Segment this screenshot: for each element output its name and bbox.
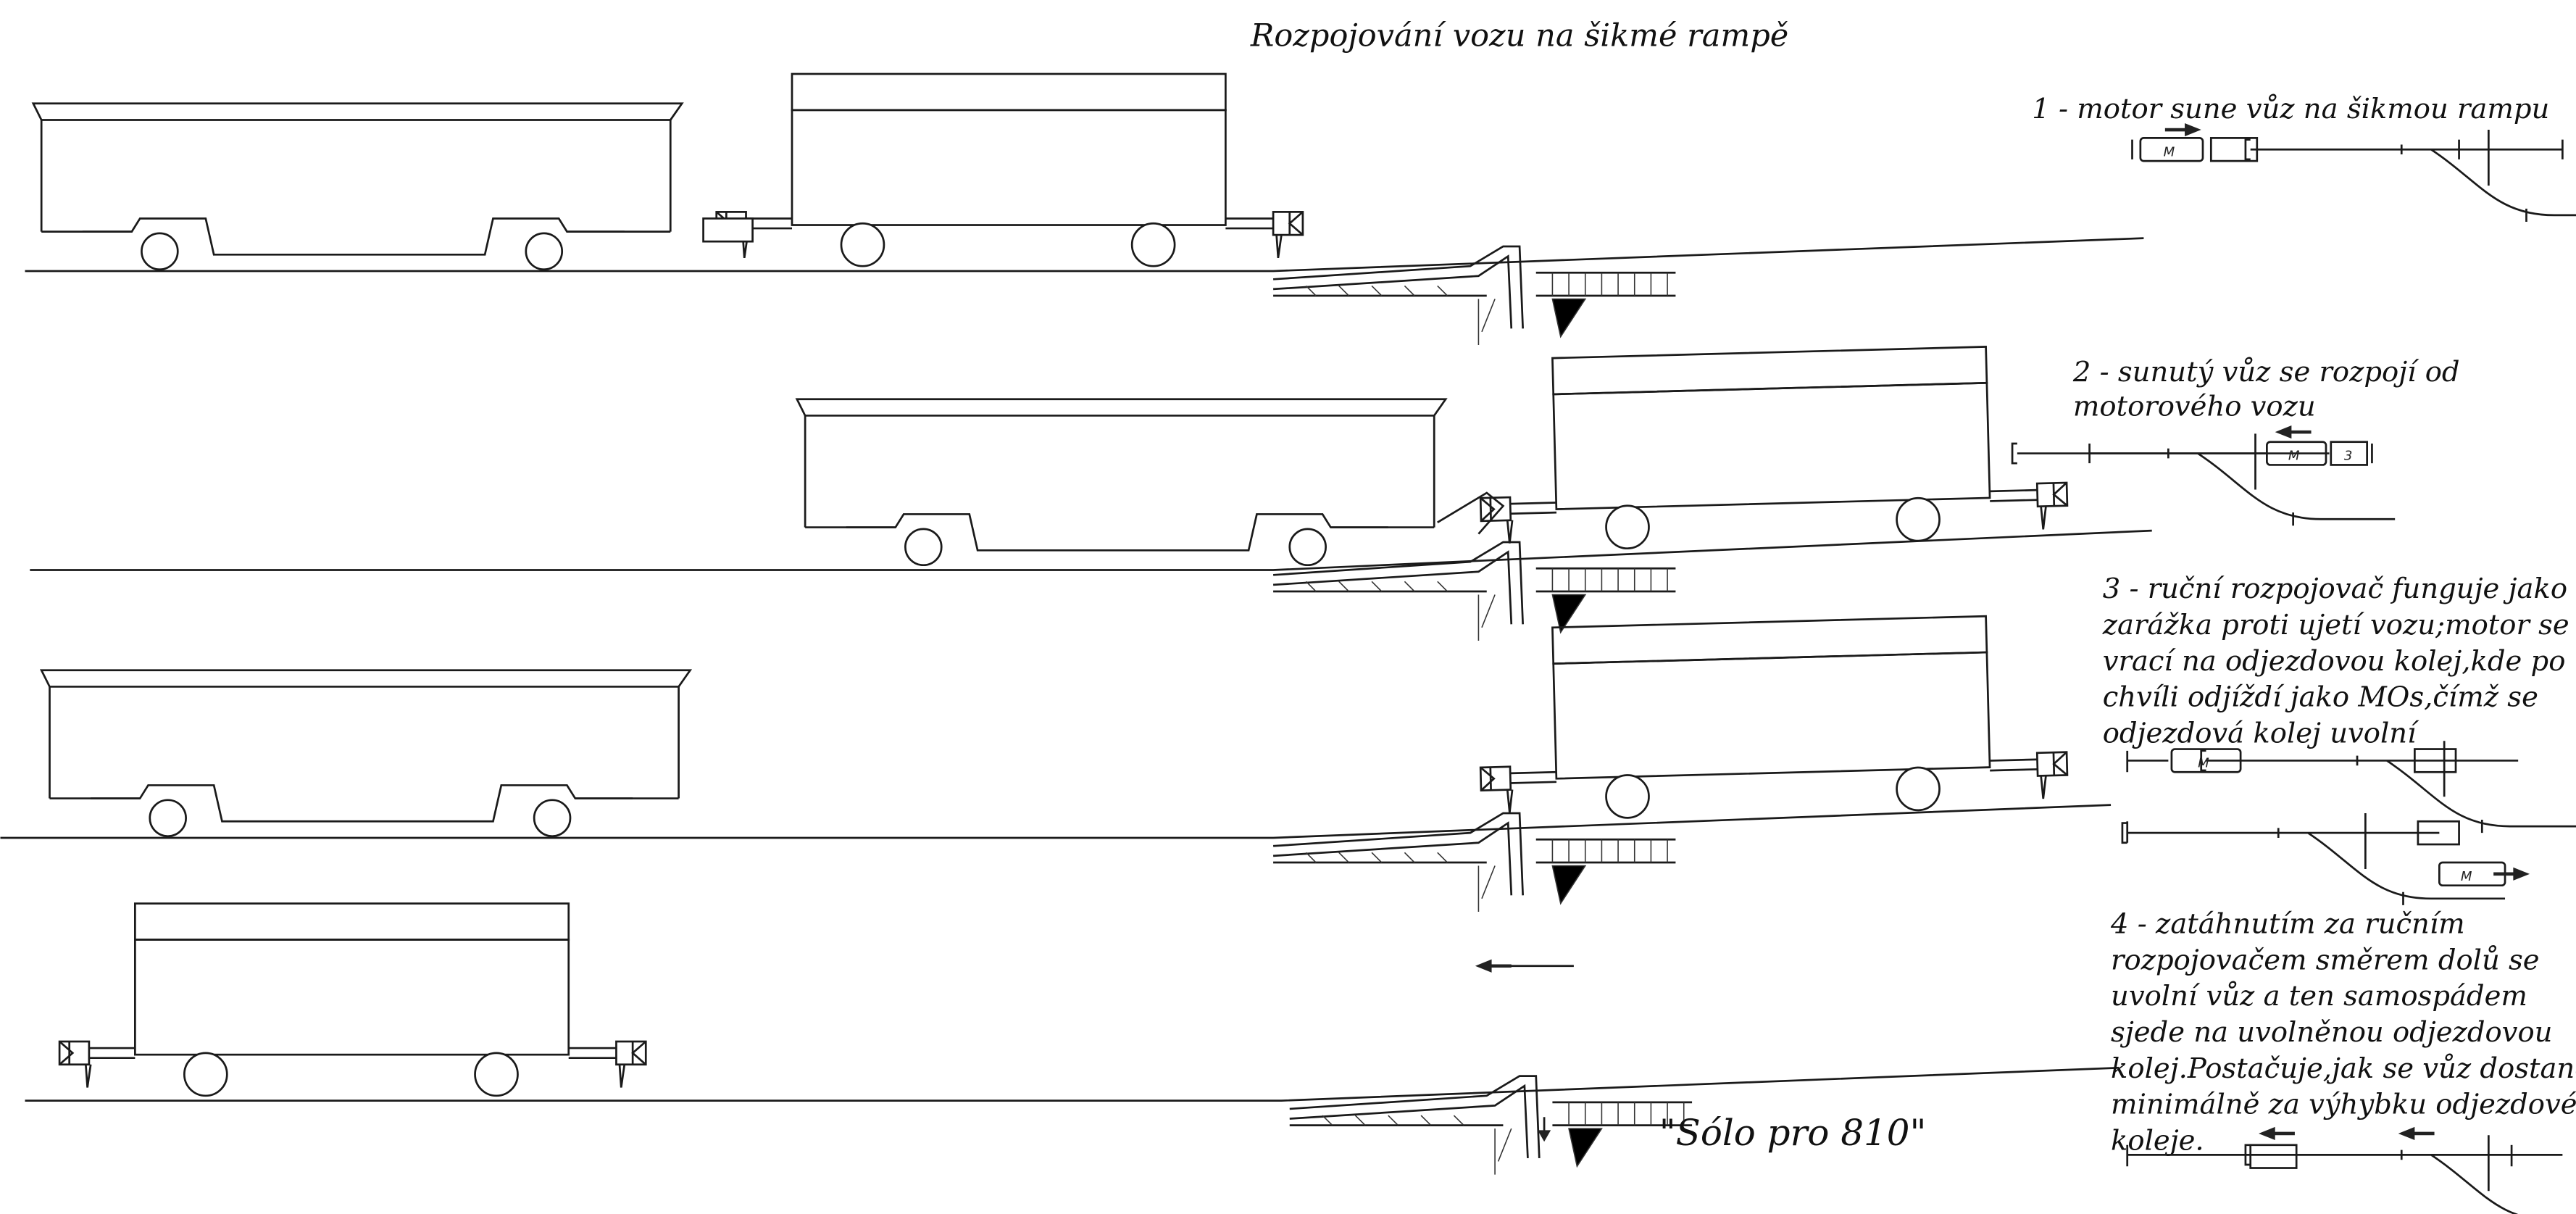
arrow-left-icon (2275, 425, 2312, 439)
svg-text:2 - sunutý vůz se rozpojí od: 2 - sunutý vůz se rozpojí od (2072, 356, 2460, 388)
track-schematic-1: M (2131, 122, 2576, 223)
svg-text:uvolní vůz a ten samospádem: uvolní vůz a ten samospádem (2111, 980, 2527, 1013)
svg-text:4 - zatáhnutím za ručním: 4 - zatáhnutím za ručním (2110, 907, 2465, 940)
ramp-structure (1272, 812, 1677, 913)
svg-text:kolej.Postačuje,jak se vůz dos: kolej.Postačuje,jak se vůz dostane (2111, 1052, 2576, 1085)
box-wagon (58, 902, 647, 1097)
ramp-structure (1288, 1075, 1693, 1176)
hopper-wagon (796, 398, 1447, 567)
ground-line (0, 804, 2112, 839)
arrow-right-icon (2493, 867, 2530, 881)
scene-step-2 (30, 344, 2152, 642)
step-3-text: 3 - ruční rozpojovač funguje jako zarážk… (2102, 573, 2569, 749)
svg-text:chvíli odjíždí jako MOs,čímž s: chvíli odjíždí jako MOs,čímž se (2103, 681, 2538, 714)
hopper-wagon (32, 102, 683, 271)
arrow-left-icon (2259, 1126, 2295, 1141)
svg-text:koleje.: koleje. (2111, 1125, 2204, 1157)
svg-text:M: M (2461, 869, 2472, 884)
ground-line (30, 529, 2152, 571)
diagram-title: Rozpojování vozu na šikmé rampě (1250, 17, 1788, 54)
svg-text:M: M (2288, 449, 2300, 464)
box-wagon (1475, 613, 2069, 823)
svg-text:3: 3 (2344, 449, 2353, 464)
svg-text:zarážka proti ujetí vozu;motor: zarážka proti ujetí vozu;motor se (2102, 609, 2569, 641)
box-wagon (715, 72, 1304, 267)
step-4-text: 4 - zatáhnutím za ručním rozpojovačem sm… (2110, 907, 2576, 1157)
ramp-structure (1272, 245, 1677, 346)
box-wagon (1475, 344, 2069, 554)
svg-text:minimálně za výhybku odjezdové: minimálně za výhybku odjezdové (2111, 1089, 2576, 1121)
hopper-wagon (40, 669, 691, 838)
ground-line (25, 237, 2144, 273)
svg-text:M: M (2164, 144, 2175, 159)
step-2-text: 2 - sunutý vůz se rozpojí od motorového … (2072, 356, 2460, 423)
svg-text:M: M (2198, 755, 2209, 770)
arrow-left-icon (2398, 1126, 2435, 1141)
track-schematic-3a: M (2126, 739, 2576, 834)
track-schematic-3b: M (2121, 812, 2530, 907)
arrow-left-icon (1475, 959, 1574, 973)
coupler (702, 217, 754, 243)
svg-text:motorového vozu: motorového vozu (2073, 390, 2316, 423)
svg-text:odjezdová kolej uvolní: odjezdová kolej uvolní (2103, 717, 2419, 749)
scene-step-3 (0, 613, 2112, 913)
scene-step-4: "Sólo pro 810" (25, 902, 2119, 1176)
track-schematic-2: M 3 (2011, 425, 2396, 527)
manual-uncoupler (1437, 491, 1505, 535)
caption: "Sólo pro 810" (1659, 1112, 1927, 1154)
svg-text:3 - ruční rozpojovač funguje j: 3 - ruční rozpojovač funguje jako (2103, 573, 2567, 605)
scene-step-1 (25, 72, 2144, 346)
ground-line (25, 1066, 2119, 1102)
svg-text:sjede na uvolněnou odjezdovou: sjede na uvolněnou odjezdovou (2111, 1016, 2552, 1049)
svg-text:rozpojovačem směrem dolů se: rozpojovačem směrem dolů se (2111, 944, 2540, 976)
svg-text:vrací na odjezdovou kolej,kde: vrací na odjezdovou kolej,kde po (2103, 645, 2566, 678)
step-1-text: 1 - motor sune vůz na šikmou rampu (2032, 93, 2549, 125)
svg-text:1 - motor sune vůz na šikmou r: 1 - motor sune vůz na šikmou rampu (2032, 93, 2549, 125)
track-schematic-4 (2126, 1126, 2576, 1214)
